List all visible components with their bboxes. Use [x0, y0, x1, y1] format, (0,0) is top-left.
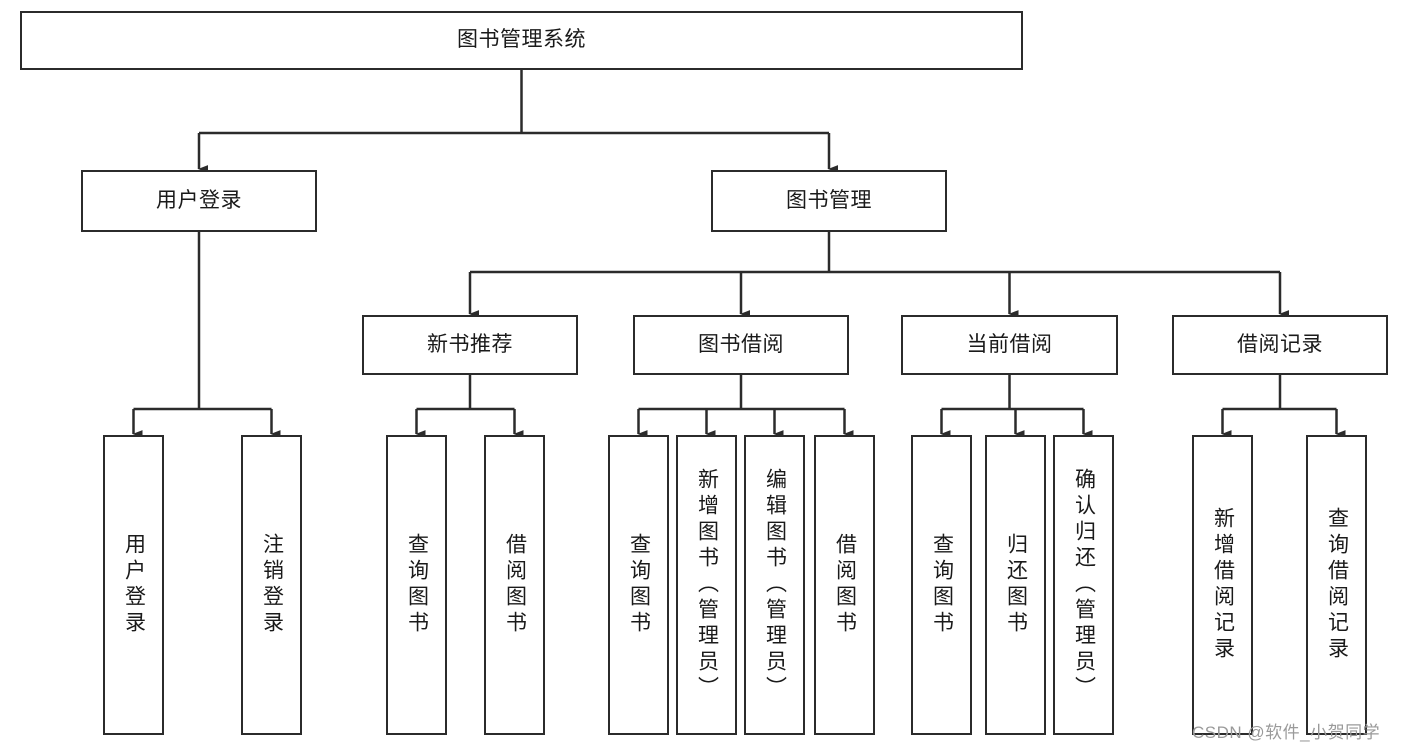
node-leaf-add-book-admin[interactable]: 新增图书（管理员） — [676, 435, 737, 735]
node-borrow-records[interactable]: 借阅记录 — [1172, 315, 1388, 375]
node-leaf-confirm-return-admin[interactable]: 确认归还（管理员） — [1053, 435, 1114, 735]
node-leaf-query-book-cur[interactable]: 查询图书 — [911, 435, 972, 735]
node-root[interactable]: 图书管理系统 — [20, 11, 1023, 70]
node-label-leaf-confirm-return-admin: 确认归还（管理员） — [1072, 468, 1096, 702]
node-current-borrow[interactable]: 当前借阅 — [901, 315, 1118, 375]
node-label-user-login: 用户登录 — [156, 188, 242, 212]
node-label-leaf-query-book: 查询图书 — [627, 533, 651, 637]
node-label-book-borrow: 图书借阅 — [698, 332, 784, 356]
node-label-leaf-edit-book-admin: 编辑图书（管理员） — [763, 468, 787, 702]
node-book-borrow[interactable]: 图书借阅 — [633, 315, 849, 375]
node-user-login[interactable]: 用户登录 — [81, 170, 317, 232]
node-leaf-borrow-book-rec[interactable]: 借阅图书 — [484, 435, 545, 735]
node-label-leaf-add-record: 新增借阅记录 — [1211, 507, 1235, 663]
node-leaf-edit-book-admin[interactable]: 编辑图书（管理员） — [744, 435, 805, 735]
node-label-leaf-user-login: 用户登录 — [122, 533, 146, 637]
node-label-current-borrow: 当前借阅 — [966, 332, 1053, 356]
node-label-leaf-borrow-book-rec: 借阅图书 — [503, 533, 527, 637]
node-label-leaf-add-book-admin: 新增图书（管理员） — [695, 468, 719, 702]
node-leaf-query-book[interactable]: 查询图书 — [608, 435, 669, 735]
node-new-book-rec[interactable]: 新书推荐 — [362, 315, 578, 375]
node-label-root: 图书管理系统 — [457, 28, 586, 52]
node-label-leaf-return-book: 归还图书 — [1004, 533, 1028, 637]
node-label-leaf-query-book-rec: 查询图书 — [405, 533, 429, 637]
node-label-leaf-query-book-cur: 查询图书 — [930, 533, 954, 637]
node-label-leaf-borrow-book: 借阅图书 — [833, 533, 857, 637]
node-label-borrow-records: 借阅记录 — [1237, 332, 1323, 356]
node-label-new-book-rec: 新书推荐 — [427, 332, 513, 356]
node-label-leaf-query-record: 查询借阅记录 — [1325, 507, 1349, 663]
node-leaf-borrow-book[interactable]: 借阅图书 — [814, 435, 875, 735]
edges — [132, 70, 1346, 438]
node-leaf-query-record[interactable]: 查询借阅记录 — [1306, 435, 1367, 735]
node-leaf-query-book-rec[interactable]: 查询图书 — [386, 435, 447, 735]
node-leaf-add-record[interactable]: 新增借阅记录 — [1192, 435, 1253, 735]
node-leaf-return-book[interactable]: 归还图书 — [985, 435, 1046, 735]
node-label-leaf-user-logout: 注销登录 — [260, 533, 284, 637]
node-book-mgmt[interactable]: 图书管理 — [711, 170, 947, 232]
node-leaf-user-logout[interactable]: 注销登录 — [241, 435, 302, 735]
watermark-text: CSDN @软件_小贺同学 — [1192, 723, 1381, 742]
node-label-book-mgmt: 图书管理 — [786, 188, 872, 212]
node-leaf-user-login[interactable]: 用户登录 — [103, 435, 164, 735]
